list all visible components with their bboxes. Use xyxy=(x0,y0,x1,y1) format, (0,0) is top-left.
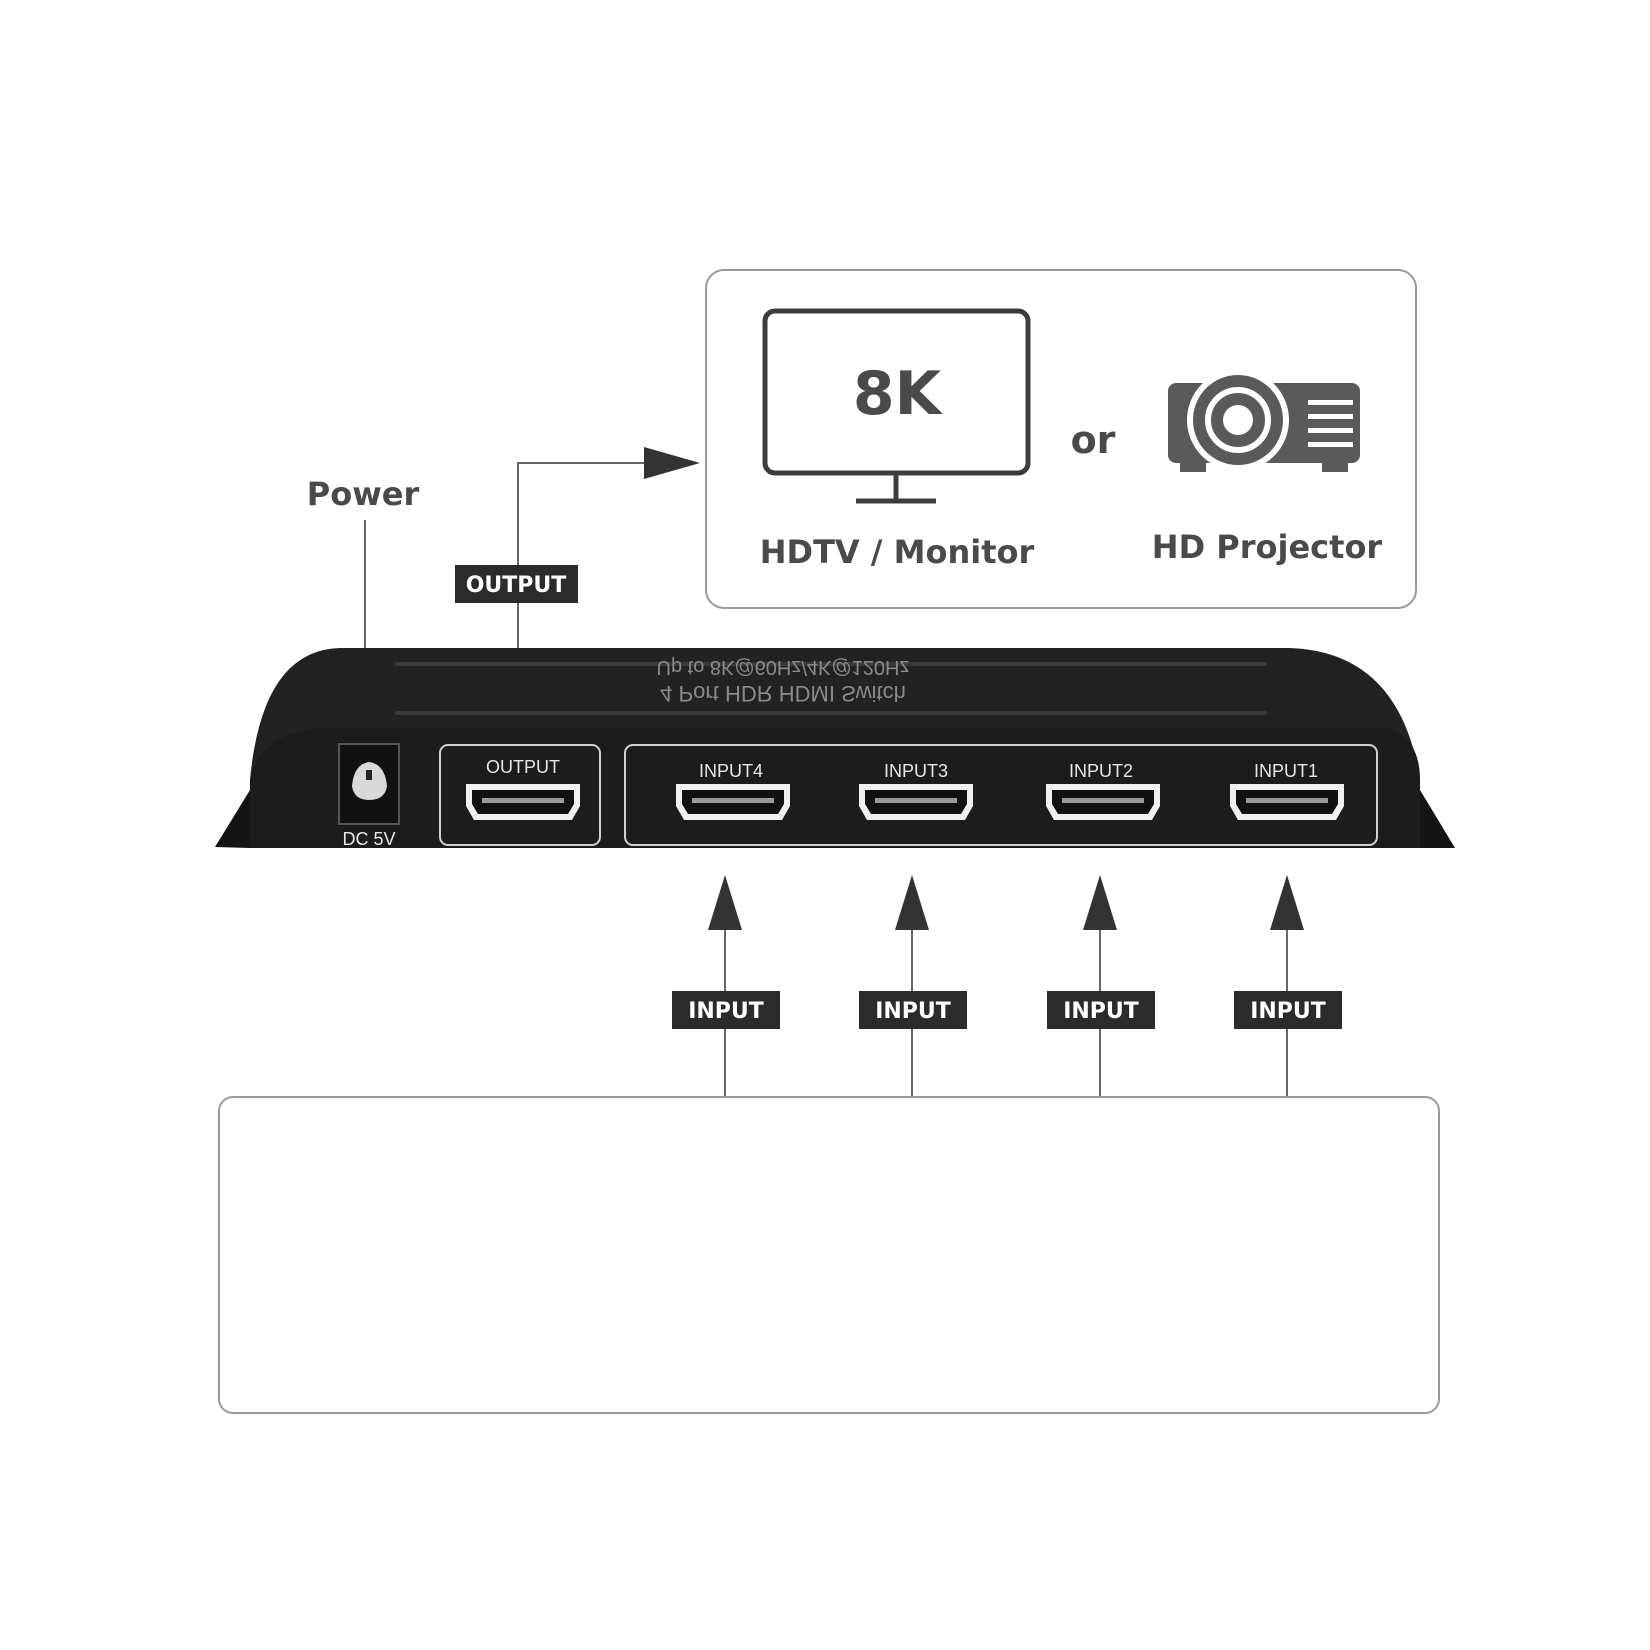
input-port-label-2: INPUT2 xyxy=(1069,761,1133,781)
or-label: or xyxy=(1071,418,1116,462)
input-port-label-1: INPUT1 xyxy=(1254,761,1318,781)
output-connection-arrow xyxy=(517,447,700,735)
dc-power-jack xyxy=(338,743,400,825)
output-tag-text: OUTPUT xyxy=(466,573,567,598)
hdmi-input-port-1 xyxy=(1230,784,1344,820)
hdmi-output-port xyxy=(466,784,580,820)
input-port-label-3: INPUT3 xyxy=(884,761,948,781)
input-tag-text-4: INPUT xyxy=(688,999,764,1024)
resolution-label: 8K xyxy=(853,359,944,429)
device-top-title: 4 Port HDR HDMI Switch xyxy=(660,681,906,706)
dc-jack-label: DC 5V xyxy=(342,829,395,849)
monitor-icon xyxy=(762,308,1031,504)
hdmi-input-port-4 xyxy=(676,784,790,820)
projector-icon xyxy=(1168,369,1360,472)
input-tag-1: INPUT xyxy=(1234,991,1342,1029)
output-tag: OUTPUT xyxy=(455,565,578,603)
power-label: Power xyxy=(307,475,420,513)
input-tag-3: INPUT xyxy=(859,991,967,1029)
hdmi-input-port-3 xyxy=(859,784,973,820)
output-port-frame xyxy=(439,744,601,846)
input-tag-text-3: INPUT xyxy=(875,999,951,1024)
input-port-label-4: INPUT4 xyxy=(699,761,763,781)
input-port-frame xyxy=(624,744,1378,846)
input-tag-4: INPUT xyxy=(672,991,780,1029)
device-top-spec: Up to 8K@60Hz/4K@120Hz xyxy=(657,656,910,678)
input-arrow-1 xyxy=(1270,875,1304,1098)
input-tag-text-2: INPUT xyxy=(1063,999,1139,1024)
input-tag-2: INPUT xyxy=(1047,991,1155,1029)
input-arrow-2 xyxy=(1083,875,1117,1098)
monitor-caption: HDTV / Monitor xyxy=(760,533,1035,571)
hdmi-input-port-2 xyxy=(1046,784,1160,820)
output-port-label: OUTPUT xyxy=(486,757,560,777)
input-arrow-4 xyxy=(708,875,742,1098)
projector-caption: HD Projector xyxy=(1152,528,1383,566)
source-devices-box xyxy=(218,1096,1440,1414)
input-arrow-3 xyxy=(895,875,929,1098)
input-tag-text-1: INPUT xyxy=(1250,999,1326,1024)
